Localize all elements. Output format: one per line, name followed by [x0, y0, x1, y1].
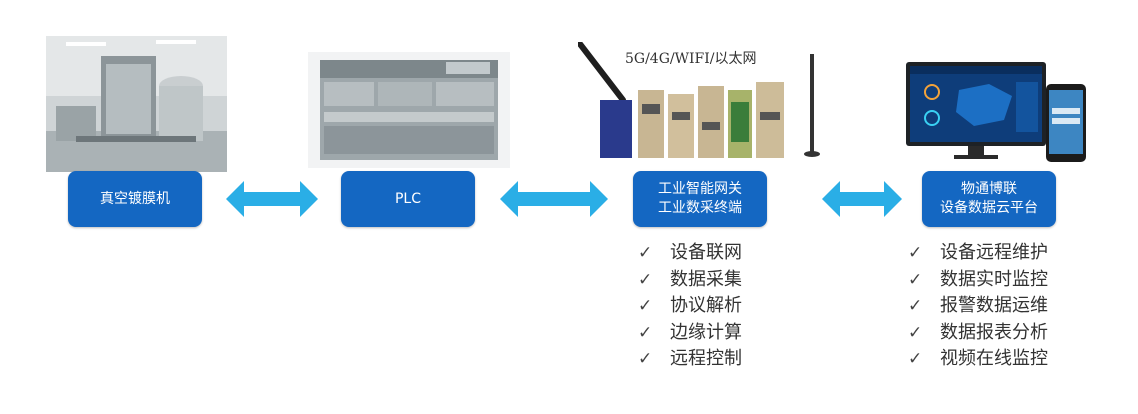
vacuum-coating-machine-box: 真空镀膜机	[68, 171, 202, 227]
double-arrow-machine-plc	[226, 181, 318, 217]
check-icon: ✓	[908, 243, 923, 263]
double-arrow-plc-gateway	[500, 181, 608, 217]
check-icon: ✓	[638, 322, 653, 343]
list-item: ✓远程控制	[638, 346, 742, 373]
vacuum-coating-machine-photo	[46, 36, 227, 172]
gateway-devices-photo	[578, 42, 828, 162]
cloud-platform-box: 物通博联 设备数据云平台	[922, 171, 1056, 227]
list-item: ✓边缘计算	[638, 320, 742, 347]
list-item: ✓数据采集	[638, 267, 742, 294]
check-icon: ✓	[908, 269, 923, 290]
gateway-label-line2: 工业数采终端	[658, 200, 742, 216]
check-icon: ✓	[908, 349, 923, 369]
cloud-platform-label-line1: 物通博联	[961, 181, 1017, 197]
check-icon: ✓	[908, 322, 923, 343]
gateway-box: 工业智能网关 工业数采终端	[633, 171, 767, 227]
plc-photo	[308, 52, 510, 168]
plc-label: PLC	[394, 190, 422, 207]
list-item: ✓设备远程维护	[908, 240, 1048, 267]
vacuum-coating-machine-label: 真空镀膜机	[100, 190, 170, 207]
list-item: ✓设备联网	[638, 240, 742, 267]
check-icon: ✓	[638, 349, 653, 369]
check-icon: ✓	[638, 243, 653, 263]
list-item: ✓协议解析	[638, 293, 742, 320]
check-icon: ✓	[638, 296, 653, 316]
list-item: ✓报警数据运维	[908, 293, 1048, 320]
gateway-feature-list: ✓设备联网 ✓数据采集 ✓协议解析 ✓边缘计算 ✓远程控制	[638, 240, 742, 373]
list-item: ✓视频在线监控	[908, 346, 1048, 373]
gateway-label-line1: 工业智能网关	[658, 181, 742, 197]
list-item: ✓数据报表分析	[908, 320, 1048, 347]
plc-box: PLC	[341, 171, 475, 227]
cloud-platform-label-line2: 设备数据云平台	[940, 200, 1038, 216]
list-item: ✓数据实时监控	[908, 267, 1048, 294]
cloud-platform-photo	[904, 60, 1089, 164]
cloud-feature-list: ✓设备远程维护 ✓数据实时监控 ✓报警数据运维 ✓数据报表分析 ✓视频在线监控	[908, 240, 1048, 373]
check-icon: ✓	[638, 269, 653, 290]
check-icon: ✓	[908, 296, 923, 316]
double-arrow-gateway-cloud	[822, 181, 902, 217]
network-types-label: 5G/4G/WIFI/以太网	[625, 51, 757, 67]
